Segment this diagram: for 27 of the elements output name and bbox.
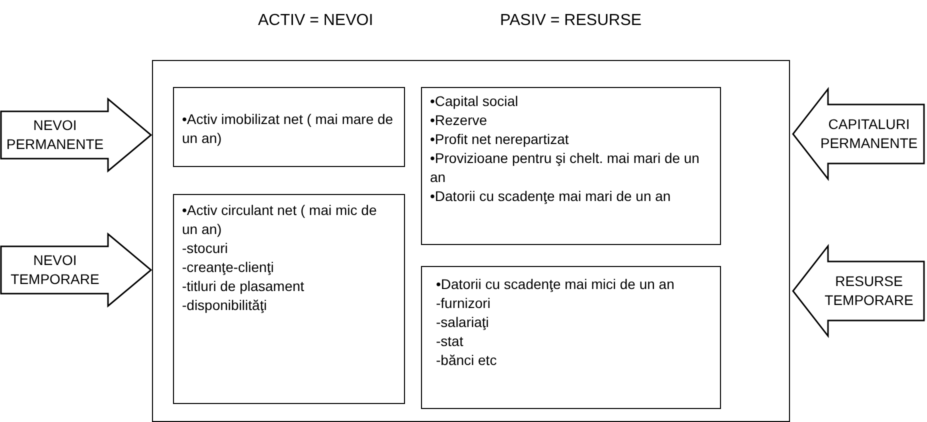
list-item: -disponibilităţi	[182, 296, 268, 315]
balance-frame	[152, 60, 790, 422]
list-item: -salariaţi	[436, 313, 490, 332]
text-box	[173, 87, 405, 167]
list-item: -stocuri	[182, 239, 229, 258]
arrow-label: CAPITALURI PERMANENTE	[819, 115, 919, 153]
list-item: •Datorii cu scadenţe mai mari de un an	[430, 187, 672, 206]
list-item: -titluri de plasament	[182, 277, 306, 296]
list-item: •Rezerve	[430, 111, 488, 130]
text-box	[421, 87, 721, 245]
arrow-label: RESURSE TEMPORARE	[824, 272, 914, 310]
column-heading: PASIV = RESURSE	[500, 12, 642, 30]
list-item: -creanţe-clienţi	[182, 258, 275, 277]
arrow-label: NEVOI TEMPORARE	[10, 251, 100, 289]
text-box	[173, 194, 405, 404]
text-box	[421, 266, 721, 409]
column-heading: ACTIV = NEVOI	[258, 12, 374, 30]
list-item: •Datorii cu scadenţe mai mici de un an	[436, 275, 676, 294]
list-item: -stat	[436, 332, 464, 351]
list-item: -bănci etc	[436, 351, 498, 370]
arrow-label: NEVOI PERMANENTE	[5, 116, 105, 154]
list-item: •Activ imobilizat net ( mai mare de un an)	[182, 110, 394, 148]
list-item: -furnizori	[436, 294, 492, 313]
list-item: •Activ circulant net ( mai mic de un an)	[182, 201, 378, 239]
list-item: •Provizioane pentru şi chelt. mai mari de un an	[430, 149, 700, 187]
list-item: •Profit net nerepartizat	[430, 130, 570, 149]
list-item: •Capital social	[430, 92, 520, 111]
